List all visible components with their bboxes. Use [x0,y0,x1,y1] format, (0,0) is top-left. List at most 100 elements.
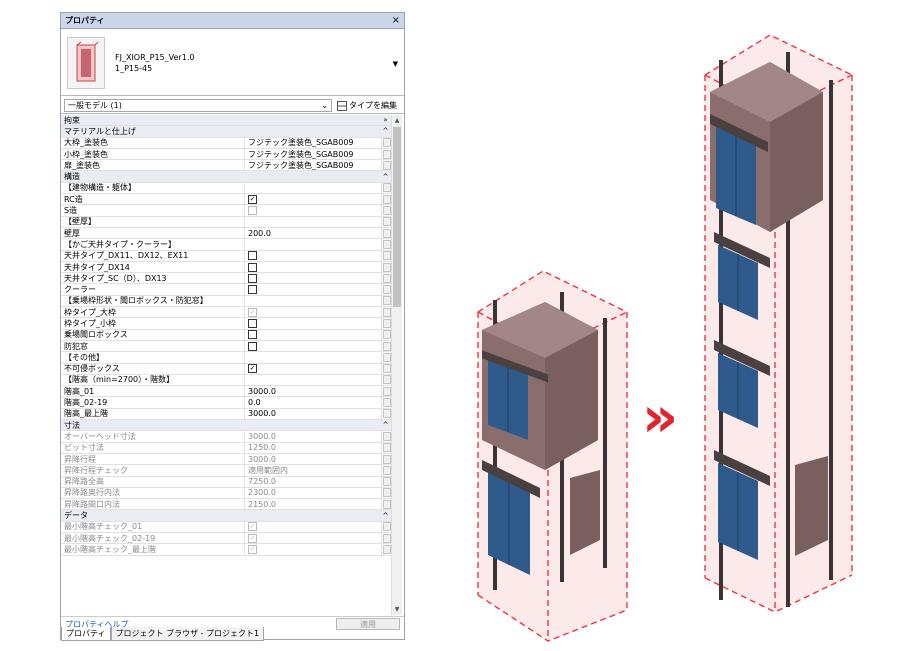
property-row[interactable]: 昇降行程チェック適用範囲内 [61,465,392,477]
associate-parameter-button[interactable] [383,398,391,408]
associate-parameter-button[interactable] [383,544,391,554]
property-value[interactable]: 3000.0 [245,386,382,397]
property-group-header[interactable]: 拘束» [61,115,392,127]
property-value[interactable]: 3000.0 [245,453,382,465]
property-row[interactable]: 防犯窓 [61,340,392,353]
property-value[interactable]: フジテック塗装色_SGAB009 [245,148,382,160]
property-checkbox-cell[interactable]: ✓ [245,521,382,532]
checkbox-unchecked-icon[interactable] [248,318,257,328]
property-checkbox-cell[interactable]: ✓ [245,532,382,544]
property-row[interactable]: RC造✓ [61,194,392,206]
property-row[interactable]: S造 [61,205,392,217]
property-value[interactable]: 3000.0 [245,408,382,420]
associate-parameter-button[interactable] [383,160,391,170]
checkbox-unchecked-icon[interactable] [248,341,257,351]
associate-parameter-button[interactable] [383,364,391,374]
associate-parameter-button[interactable] [383,262,391,272]
property-row[interactable]: 天井タイプ_SC（D）、DX13 [61,273,392,285]
property-value[interactable]: 0.0 [245,397,382,408]
associate-parameter-button[interactable] [383,341,391,351]
property-row[interactable]: 天井タイプ_DX11、DX12、EX11 [61,250,392,262]
associate-parameter-button[interactable] [383,149,391,159]
property-value[interactable]: フジテック塗装色_SGAB009 [245,160,382,171]
associate-parameter-button[interactable] [383,409,391,419]
property-checkbox-cell[interactable] [245,284,382,295]
property-row[interactable]: 【壁厚】 [61,216,392,228]
property-value[interactable] [245,239,382,250]
property-row[interactable]: 【かご天井タイプ・クーラー】 [61,239,392,251]
property-checkbox-cell[interactable] [245,329,382,340]
checkbox-unchecked-icon[interactable] [248,285,257,295]
type-dropdown-icon[interactable]: ▼ [392,60,398,68]
property-row[interactable]: 天井タイプ_DX14 [61,261,392,274]
property-value[interactable] [245,352,382,363]
associate-parameter-button[interactable] [383,533,391,543]
property-row[interactable]: 【階高（min=2700）・階数】 [61,374,392,387]
property-row[interactable]: 【乗場枠形状・聞ロボックス・防犯窓】 [61,295,392,308]
checkbox-unchecked-icon[interactable] [248,273,257,283]
property-scrollbar[interactable]: ▲ ▼ [391,115,402,615]
instance-filter-dropdown[interactable]: 一般モデル (1) ⌄ [64,99,332,112]
property-group-header[interactable]: マテリアルと仕上げ^ [61,126,392,138]
associate-parameter-button[interactable] [383,183,391,193]
property-checkbox-cell[interactable]: ✓ [245,194,382,205]
property-row[interactable]: 枠タイプ_大枠✓ [61,307,392,319]
checkbox-unchecked-icon[interactable] [248,251,257,261]
associate-parameter-button[interactable] [383,273,391,283]
close-icon[interactable]: × [391,14,400,26]
property-row[interactable]: 大枠_塗装色フジテック塗装色_SGAB009 [61,137,392,149]
property-row[interactable]: 小枠_塗装色フジテック塗装色_SGAB009 [61,148,392,161]
property-row[interactable]: 最小階高チェック_02-19✓ [61,532,392,545]
property-row[interactable]: 不可侵ボックス✓ [61,363,392,375]
associate-parameter-button[interactable] [383,352,391,362]
property-checkbox-cell[interactable] [245,205,382,216]
property-row[interactable]: 最小階高チェック_01✓ [61,521,392,533]
property-checkbox-cell[interactable] [245,250,382,261]
associate-parameter-button[interactable] [383,431,391,441]
property-row[interactable]: 【その他】 [61,352,392,364]
property-checkbox-cell[interactable] [245,340,382,352]
property-row[interactable]: 枠タイプ_小枠 [61,318,392,330]
associate-parameter-button[interactable] [383,454,391,464]
associate-parameter-button[interactable] [383,522,391,532]
associate-parameter-button[interactable] [383,499,391,509]
property-value[interactable]: 200.0 [245,227,382,239]
checkbox-unchecked-icon[interactable] [248,330,257,340]
property-group-header[interactable]: 寸法^ [61,420,392,432]
scroll-up-icon[interactable]: ▲ [394,117,400,124]
associate-parameter-button[interactable] [383,296,391,306]
property-row[interactable]: クーラー [61,284,392,296]
property-group-header[interactable]: 構造^ [61,171,392,183]
property-value[interactable]: 7250.0 [245,476,382,487]
associate-parameter-button[interactable] [383,217,391,227]
apply-button[interactable]: 適用 [336,618,400,630]
property-value[interactable]: 2300.0 [245,487,382,499]
collapse-icon[interactable]: ^ [382,511,389,520]
scroll-thumb[interactable] [393,127,401,307]
property-value[interactable] [245,374,382,386]
property-checkbox-cell[interactable] [245,318,382,329]
property-checkbox-cell[interactable]: ✓ [245,544,382,555]
type-selector[interactable]: FJ_XIOR_P15_Ver1.0 1_P15-45 ▼ [61,30,404,96]
property-value[interactable]: 適用範囲内 [245,465,382,476]
property-checkbox-cell[interactable]: ✓ [245,363,382,374]
property-value[interactable] [245,182,382,194]
associate-parameter-button[interactable] [383,285,391,295]
property-checkbox-cell[interactable] [245,261,382,273]
property-value[interactable]: 2150.0 [245,499,382,510]
collapse-icon[interactable]: ^ [382,127,389,136]
property-value[interactable]: 3000.0 [245,431,382,442]
property-checkbox-cell[interactable] [245,273,382,284]
associate-parameter-button[interactable] [383,443,391,453]
edit-type-button[interactable]: タイプを編集 [337,100,397,111]
tab-properties[interactable]: プロパティ [61,627,111,641]
collapse-icon[interactable]: ^ [382,421,389,430]
associate-parameter-button[interactable] [383,194,391,204]
properties-help-link[interactable]: プロパティヘルプ [65,619,129,629]
